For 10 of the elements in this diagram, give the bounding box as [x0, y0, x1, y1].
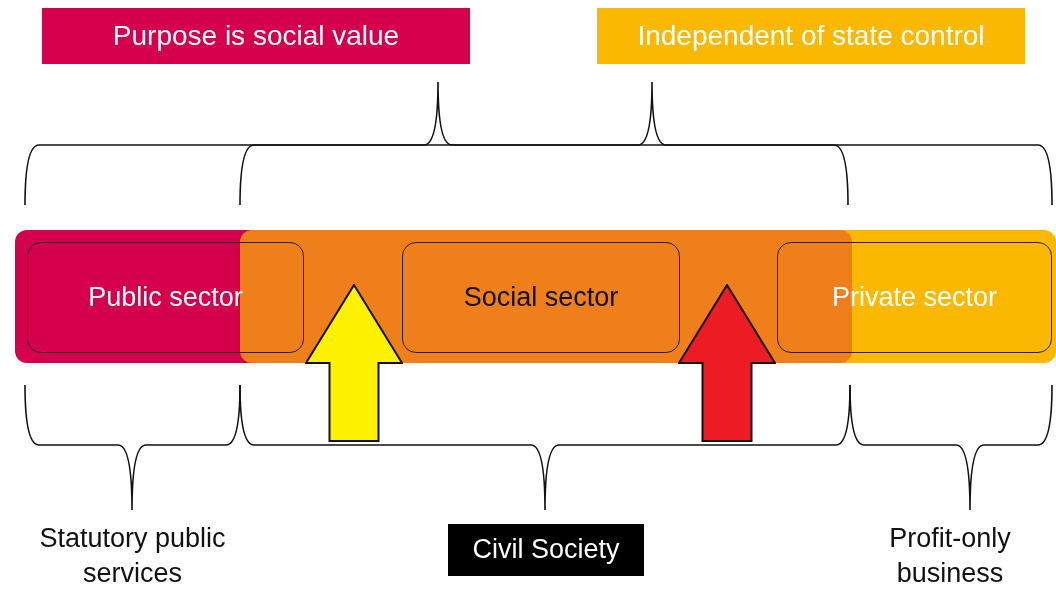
sector-box: Social sector [402, 242, 680, 353]
sector-box: Private sector [777, 242, 1052, 353]
up-arrow [305, 284, 403, 442]
sector-box: Public sector [27, 242, 304, 353]
heading-banner: Independent of state control [597, 8, 1025, 64]
category-label: Civil Society [448, 524, 644, 576]
heading-banner: Purpose is social value [42, 8, 470, 64]
category-label: Statutory public services [10, 520, 255, 592]
up-arrow [678, 284, 776, 442]
category-label: Profit-only business [850, 520, 1050, 592]
